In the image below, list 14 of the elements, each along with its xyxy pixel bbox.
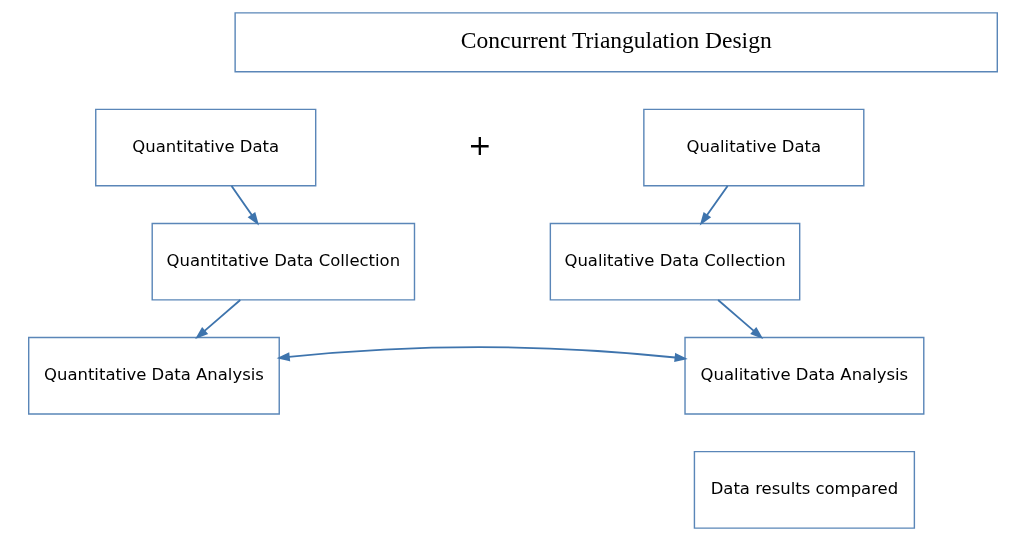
node-box: Quantitative Data — [94, 108, 316, 187]
node-box: Qualitative Data — [642, 108, 864, 187]
node-box: Qualitative Data Analysis — [683, 336, 924, 415]
label: + — [467, 128, 492, 162]
node-box: Qualitative Data Collection — [549, 222, 800, 301]
arrow — [716, 299, 763, 340]
arrow — [699, 185, 729, 226]
node-box: Concurrent Triangulation Design — [233, 12, 998, 73]
node-box: Quantitative Data Collection — [151, 222, 415, 301]
node-box: Quantitative Data Analysis — [27, 336, 280, 415]
arrow — [230, 185, 259, 226]
arrow — [194, 299, 241, 340]
node-box: Data results compared — [693, 450, 915, 529]
arrow — [276, 346, 688, 363]
